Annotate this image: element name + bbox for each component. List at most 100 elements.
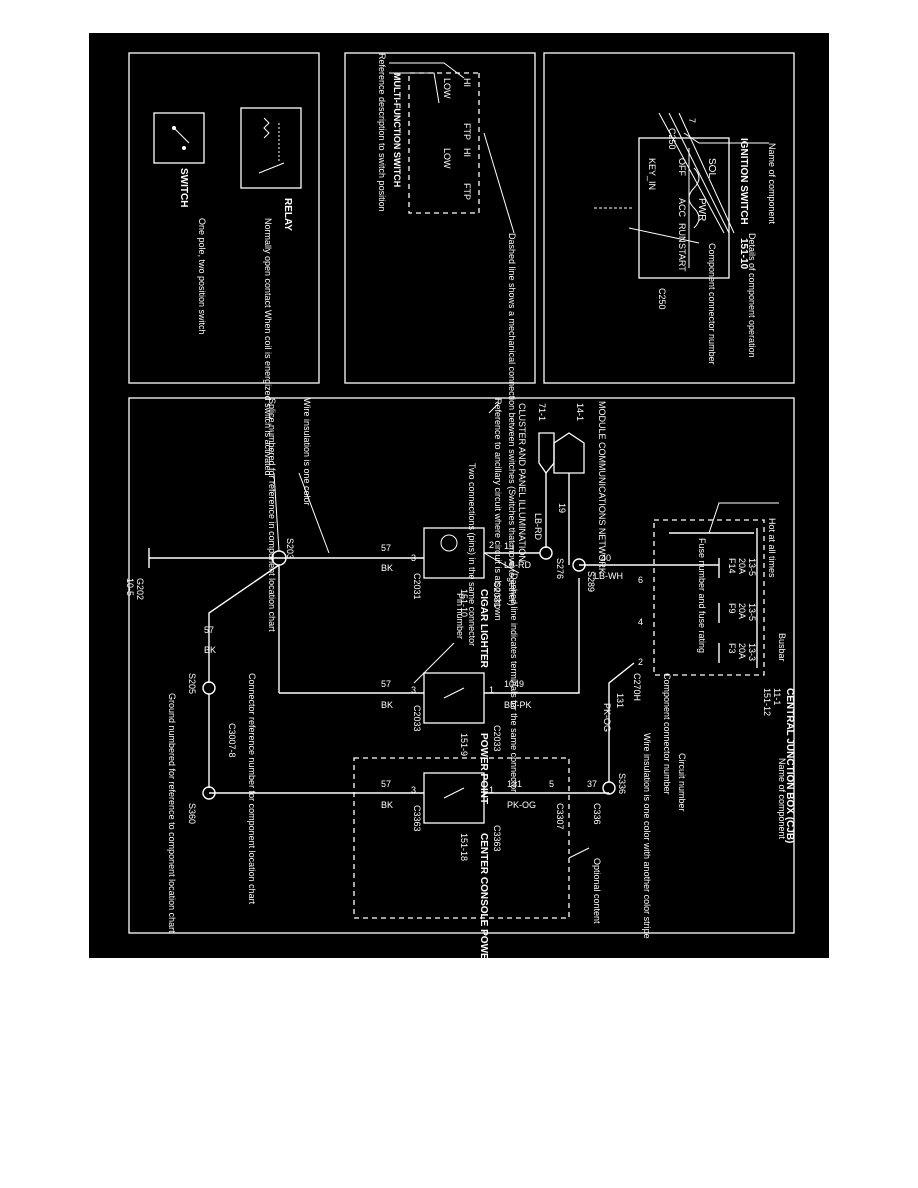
ignition-contact-start: START (677, 243, 687, 272)
cigar-connector: C2031 (492, 581, 502, 608)
wire-37-number: 37 (587, 779, 597, 789)
panel-relay-switch (128, 52, 320, 384)
callout-pin-number: Pin number (455, 593, 465, 639)
connector-ref-c3007: C3007-8 (227, 723, 237, 758)
svg-text:20A: 20A (737, 643, 747, 659)
ignition-callout-connector: Component connector number (707, 243, 717, 365)
svg-text:20A: 20A (737, 603, 747, 619)
center-console-name: CENTER CONSOLE POWER POINT (478, 833, 489, 958)
panel-circuit (128, 397, 795, 934)
wire-131b-number: 131 (507, 779, 522, 789)
wire-19-number: 19 (504, 541, 514, 551)
splice-s205 (202, 681, 216, 695)
splice-s203-label: S203 (285, 538, 295, 559)
callout-ancillary: Reference to ancillary circuit where cir… (493, 398, 503, 621)
wire-1049 (484, 578, 580, 694)
relay-callout: Normally open contact When coil is energ… (263, 218, 273, 476)
callout-connector-ref: Connector reference number for component… (247, 673, 257, 905)
relay-name: RELAY (282, 198, 293, 231)
svg-text:13-5: 13-5 (747, 603, 757, 621)
central-junction-box (653, 519, 765, 676)
switch-callout: One pole, two position switch (197, 218, 207, 335)
power-point-name: POWER POINT (478, 733, 489, 804)
ignition-contact-keyin: KEY_IN (647, 158, 657, 190)
fuse-f14: F14 20A 13-5 (718, 558, 757, 578)
wire-57a-number: 57 (381, 543, 391, 553)
fuse-f3: F3 20A 13-3 (718, 643, 757, 663)
splice-s360 (202, 786, 216, 800)
ignition-pwr: PWR (696, 198, 707, 221)
wire-19b-number: 19 (557, 503, 567, 513)
wire-57d-color: BK (204, 645, 216, 655)
panel-multifunction (344, 52, 536, 384)
cigar-connector-out: C2031 (412, 573, 422, 600)
ignition-pin-top: 7 (687, 118, 697, 123)
svg-text:F3: F3 (727, 643, 737, 654)
wire-57d-number: 57 (204, 625, 214, 635)
cjb-busbar-label: Busbar (777, 633, 787, 662)
svg-text:13-3: 13-3 (747, 643, 757, 661)
svg-text:20A: 20A (737, 558, 747, 574)
cigar-ref: 151-10 (459, 589, 469, 617)
wire-19-color: LB-RD (504, 560, 532, 570)
center-console-connector: C3363 (492, 825, 502, 852)
splice-s289-label: S289 (586, 571, 596, 592)
mfs-callout-dashed: Dashed line shows a mechanical connectio… (507, 233, 517, 606)
center-console-connector-out: C3363 (412, 805, 422, 832)
wire-1049-color: BN-PK (504, 700, 532, 710)
callout-circuit-number: Circuit number (677, 753, 687, 812)
mfs-label-hi2: HI (462, 148, 472, 157)
cjb-ref2: 151-12 (762, 688, 772, 716)
wire-131b-color: PK-OG (507, 800, 536, 810)
ignition-connector-side: C250 (657, 288, 667, 310)
wiring-diagram-svg: IGNITION SWITCH 151-10 SOL PWR OFF ACC R… (125, 52, 795, 1000)
wire-40-color: LB-WH (594, 571, 623, 581)
connector-c336: C336 (592, 803, 602, 825)
cluster-symbol (538, 432, 555, 475)
pin-c3307: 5 (549, 779, 554, 789)
svg-text:13-5: 13-5 (747, 558, 757, 576)
switch-name: SWITCH (178, 168, 189, 207)
cjb-connector: C270H (632, 673, 642, 701)
splice-s336-label: S336 (617, 773, 627, 794)
mfs-label-low2: LOW (442, 148, 452, 169)
mfs-callouts: Reference description to switch position… (377, 53, 517, 606)
splice-s289 (572, 558, 586, 572)
splice-s205-label: S205 (187, 673, 197, 694)
ignition-switch-name: IGNITION SWITCH (738, 138, 749, 225)
ignition-contact-run: RUN (677, 223, 687, 243)
callout-dashed-terminals: Dashed line indicates terminals for the … (509, 573, 519, 792)
splice-s336 (602, 781, 616, 795)
wire-131-color: PK-OG (602, 703, 612, 732)
fuse-f9: F9 20A 13-5 (718, 603, 757, 623)
module-network-ref: 14-1 (575, 403, 585, 421)
switch-symbol: SWITCH One pole, two position switch (153, 112, 207, 335)
module-network-name: MODULE COMMUNICATIONS NETWORK (597, 401, 607, 574)
cjb-callout-connector: Component connector number (662, 673, 672, 795)
mfs-label-ftp1: FTP (462, 123, 472, 140)
cigar-name: CIGAR LIGHTER (478, 589, 489, 669)
wire-131-number: 131 (615, 693, 625, 708)
power-point-box (423, 672, 485, 724)
ignition-switch-ref: 151-10 (738, 238, 749, 270)
module-network-symbol (553, 432, 585, 474)
cjb-name: CENTRAL JUNCTION BOX (CJB) (784, 688, 795, 843)
mfs-name: MULTI-FUNCTION SWITCH (392, 73, 402, 187)
ignition-switch-box (638, 137, 730, 279)
center-console-pin-in: 1 (489, 785, 494, 795)
panel-ignition (543, 52, 795, 384)
wire-57b-number: 57 (381, 679, 391, 689)
svg-text:F9: F9 (727, 603, 737, 614)
wire-1049-number: 1049 (504, 679, 524, 689)
wire-57a-color: BK (381, 563, 393, 573)
ignition-contact-acc: ACC (677, 198, 687, 218)
callout-ground-numbered: Ground numbered for reference to compone… (167, 693, 177, 933)
relay-symbol: RELAY Normally open contact When coil is… (240, 107, 302, 476)
power-point-pin-in: 1 (489, 685, 494, 695)
center-console-box (423, 772, 485, 824)
ignition-callout-detail: Details of component operation (747, 233, 757, 358)
connector-c3307: C3307 (555, 803, 565, 830)
callout-wire-stripe: Wire insulation is one color with anothe… (642, 733, 652, 939)
callout-wire-one-color: Wire insulation is one color (302, 398, 312, 506)
mfs-callout-ref: Reference description to switch position (377, 53, 387, 212)
